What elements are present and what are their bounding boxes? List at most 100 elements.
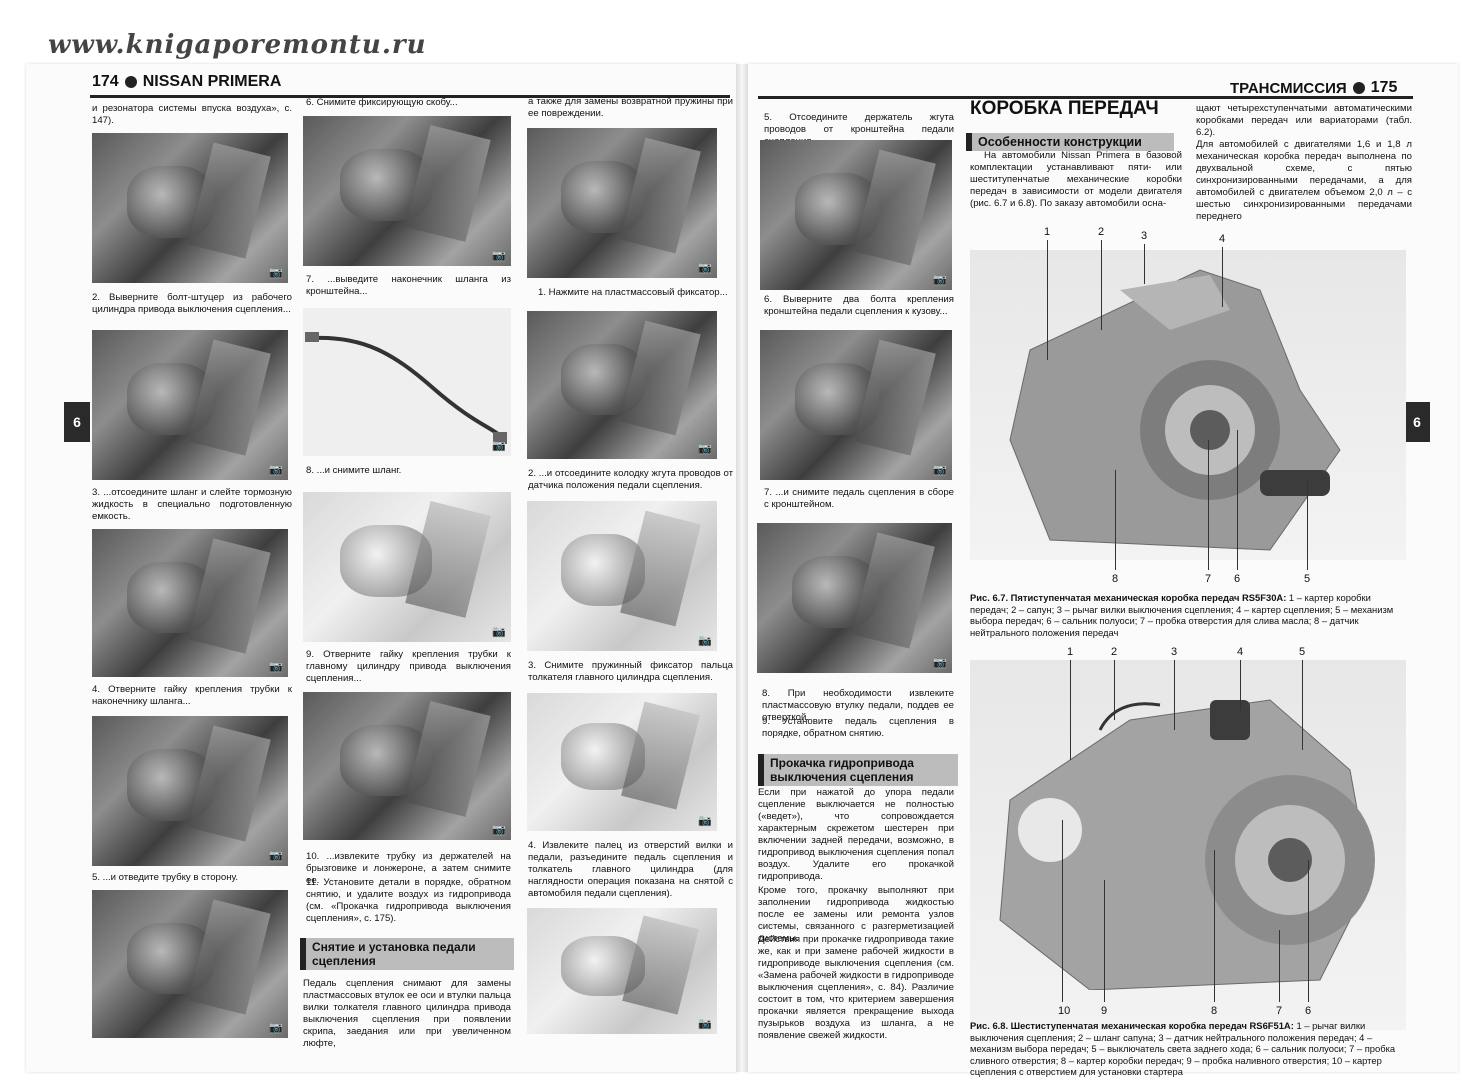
photo-pedal-step-7: 📷 — [757, 523, 952, 673]
fig1-label-7: 7 — [1205, 573, 1212, 585]
leader-line — [1208, 440, 1209, 570]
fig1-label-8: 8 — [1112, 573, 1119, 585]
photo-step-4: 📷 — [92, 529, 288, 677]
right-header-rule — [758, 96, 1413, 99]
fig2-label-1: 1 — [1067, 646, 1074, 658]
figure-6-7-caption: Рис. 6.7. Пятиступенчатая механическая к… — [970, 592, 1406, 638]
leader-line — [1174, 660, 1175, 730]
fig2-label-8: 8 — [1211, 1005, 1218, 1017]
photo-pedal-step-5: 📷 — [760, 140, 952, 290]
header-dot-icon — [124, 76, 137, 88]
left-chapter-tab: 6 — [64, 402, 90, 442]
camera-icon: 📷 — [698, 635, 712, 647]
fig2-label-3: 3 — [1171, 646, 1178, 658]
leader-line — [1307, 480, 1308, 570]
fig2-label-6: 6 — [1305, 1005, 1312, 1017]
photo-step-7-hose: 📷 — [303, 308, 511, 456]
camera-icon: 📷 — [269, 1022, 283, 1034]
leader-line — [1279, 930, 1280, 1002]
leader-line — [1237, 430, 1238, 570]
camera-icon: 📷 — [698, 262, 712, 274]
photo-pedal-step-3: 📷 — [527, 693, 717, 831]
figure-6-7-caption-text: 1 – картер коробки передач; 2 – сапун; 3… — [970, 592, 1394, 638]
camera-icon: 📷 — [269, 267, 283, 279]
leader-line — [1104, 880, 1105, 1002]
fig2-label-9: 9 — [1101, 1005, 1108, 1017]
caption-pedal-step-4: 4. Извлеките палец из отверстий вилки и … — [528, 840, 733, 899]
photo-step-3: 📷 — [92, 330, 288, 480]
right-page-header: ТРАНСМИССИЯ 175 — [1230, 79, 1397, 97]
fig1-label-4: 4 — [1219, 233, 1226, 245]
leader-line — [1070, 660, 1071, 760]
caption-pedal-step-6: 6. Выверните два болта крепления кронште… — [764, 294, 954, 317]
fig2-label-7: 7 — [1276, 1005, 1283, 1017]
caption-step-9: 9. Отверните гайку крепления трубки к гл… — [306, 649, 511, 684]
photo-step-2: 📷 — [92, 133, 288, 283]
design-intro-right: щают четырехступенчатыми автоматическими… — [1196, 103, 1412, 222]
caption-pedal-step-3: 3. Снимите пружинный фиксатор пальца тол… — [528, 660, 733, 683]
leader-line — [1047, 240, 1048, 360]
left-header-title: NISSAN PRIMERA — [142, 73, 282, 90]
caption-step-6: 6. Снимите фиксирующую скобу... — [306, 97, 458, 108]
caption-pedal-step-7: 7. ...и снимите педаль сцепления в сборе… — [764, 487, 954, 510]
photo-step-9: 📷 — [303, 692, 511, 840]
photo-pedal-step-1: 📷 — [527, 311, 717, 459]
gearbox-5-speed-drawing — [1009, 269, 1341, 551]
camera-icon: 📷 — [933, 274, 947, 286]
fig1-label-3: 3 — [1141, 230, 1148, 242]
camera-icon: 📷 — [492, 626, 506, 638]
caption-pedal-step-9: 9. Установите педаль сцепления в порядке… — [762, 716, 954, 739]
brake-hose-drawing — [305, 332, 507, 444]
chapter-title: КОРОБКА ПЕРЕДАЧ — [970, 98, 1159, 119]
camera-icon: 📷 — [492, 824, 506, 836]
fig1-label-2: 2 — [1098, 226, 1105, 238]
caption-pedal-step-8: 8. При необходимости извлеките пластмасс… — [762, 688, 954, 723]
pedal-removal-text: Педаль сцепления снимают для замены плас… — [303, 978, 511, 1049]
caption-step-2: 2. Выверните болт-штуцер из рабочего цил… — [92, 292, 292, 315]
figure-6-7-photo — [970, 250, 1406, 560]
camera-icon: 📷 — [269, 850, 283, 862]
bleeding-para-3: Действия при прокачке гидропривода такие… — [758, 934, 954, 1041]
photo-pedal-step-2: 📷 — [527, 501, 717, 651]
leader-line — [1144, 244, 1145, 284]
camera-icon: 📷 — [698, 1018, 712, 1030]
design-intro-left: На автомобили Nissan Primera в базовой к… — [970, 150, 1182, 209]
caption-step-5: 5. ...и отведите трубку в сторону. — [92, 872, 239, 883]
camera-icon: 📷 — [933, 657, 947, 669]
caption-step-10: 10. ...извлеките трубку из держателей на… — [306, 851, 511, 886]
leader-line — [1214, 850, 1215, 1002]
leader-line — [1308, 860, 1309, 1002]
figure-6-7-caption-title: Рис. 6.7. Пятиступенчатая механическая к… — [970, 592, 1287, 603]
fig1-label-6: 6 — [1234, 573, 1241, 585]
book-gutter — [736, 64, 748, 1072]
watermark: www.knigaporemontu.ru — [48, 30, 427, 60]
photo-step-5b: 📷 — [92, 890, 288, 1038]
gearbox-6-speed-drawing — [999, 699, 1375, 991]
photo-pedal-step-4: 📷 — [527, 908, 717, 1034]
fig2-label-10: 10 — [1058, 1005, 1071, 1017]
figure-6-8-caption-text: 1 – рычаг вилки выключения сцепления; 2 … — [970, 1020, 1396, 1077]
leader-line — [1240, 660, 1241, 710]
camera-icon: 📷 — [698, 443, 712, 455]
left-page-header: 174 NISSAN PRIMERA — [92, 73, 281, 91]
photo-step-5: 📷 — [92, 716, 288, 866]
left-page-number: 174 — [92, 73, 119, 90]
col3-top-text: а также для замены возвратной пружины пр… — [528, 96, 733, 119]
leader-line — [1115, 470, 1116, 570]
fig2-label-2: 2 — [1111, 646, 1118, 658]
figure-6-8-photo — [970, 660, 1406, 1030]
leader-line — [1222, 247, 1223, 307]
caption-step-8: 8. ...и снимите шланг. — [306, 465, 402, 476]
bleeding-para-2: Кроме того, прокачку выполняют при запол… — [758, 885, 954, 944]
photo-pedal-step-1a: 📷 — [527, 128, 717, 278]
right-page-number: 175 — [1370, 79, 1398, 96]
left-header-rule — [90, 95, 730, 98]
photo-pedal-step-6: 📷 — [760, 330, 952, 480]
leader-line — [1114, 660, 1115, 720]
figure-6-8-caption: Рис. 6.8. Шестиступенчатая механическая … — [970, 1020, 1406, 1078]
section-head-bleeding: Прокачка гидропривода выключения сцеплен… — [758, 754, 958, 786]
section-head-design: Особенности конструкции — [966, 133, 1174, 151]
figure-6-8-caption-title: Рис. 6.8. Шестиступенчатая механическая … — [970, 1020, 1294, 1031]
camera-icon: 📷 — [269, 661, 283, 673]
fig1-label-1: 1 — [1044, 226, 1051, 238]
